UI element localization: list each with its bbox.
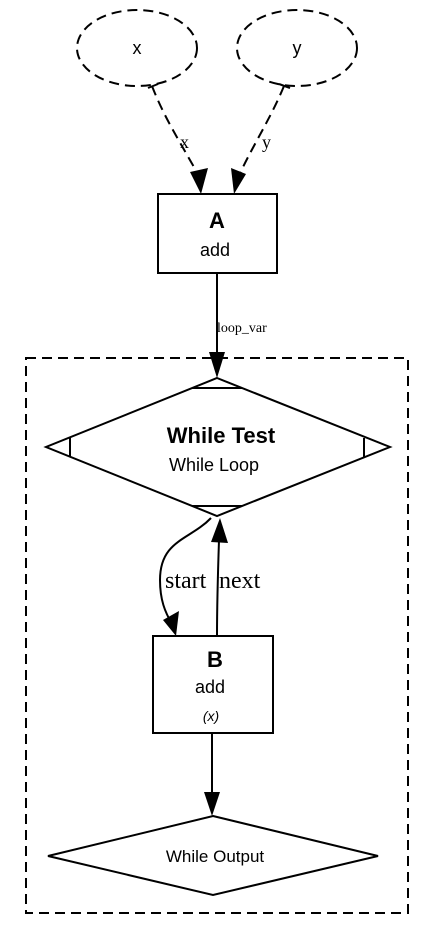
input-y-label: y — [293, 38, 302, 58]
node-b: B add (x) — [152, 635, 274, 734]
while-test-subtitle: While Loop — [169, 455, 259, 475]
input-y-node: y — [236, 9, 358, 87]
input-x-node: x — [76, 9, 198, 87]
while-output-label: While Output — [166, 847, 265, 866]
node-a-title: A — [209, 208, 225, 233]
edge-y-to-a: y — [231, 83, 291, 194]
node-a-subtitle: add — [200, 240, 230, 260]
edge-b-to-output — [204, 733, 220, 816]
while-loop-cluster — [25, 357, 409, 914]
node-b-subtitle: add — [195, 677, 225, 697]
edge-a-to-while-test: loop_var — [209, 273, 267, 378]
edge-x-to-a: x — [147, 83, 208, 194]
input-x-label: x — [133, 38, 142, 58]
edge-start: start — [158, 517, 212, 636]
node-a: A add — [157, 193, 278, 274]
while-test-title: While Test — [167, 423, 276, 448]
edge-next: next — [211, 518, 261, 637]
node-b-title: B — [207, 647, 223, 672]
edge-loop-var-label: loop_var — [217, 321, 267, 336]
edge-x-label: x — [180, 132, 189, 152]
node-b-note: (x) — [203, 708, 219, 724]
edge-start-label: start — [165, 568, 207, 594]
edge-y-label: y — [262, 132, 271, 152]
while-test-node: While Test While Loop — [43, 376, 393, 518]
while-output-node: While Output — [47, 814, 379, 897]
edge-next-label: next — [219, 568, 261, 594]
